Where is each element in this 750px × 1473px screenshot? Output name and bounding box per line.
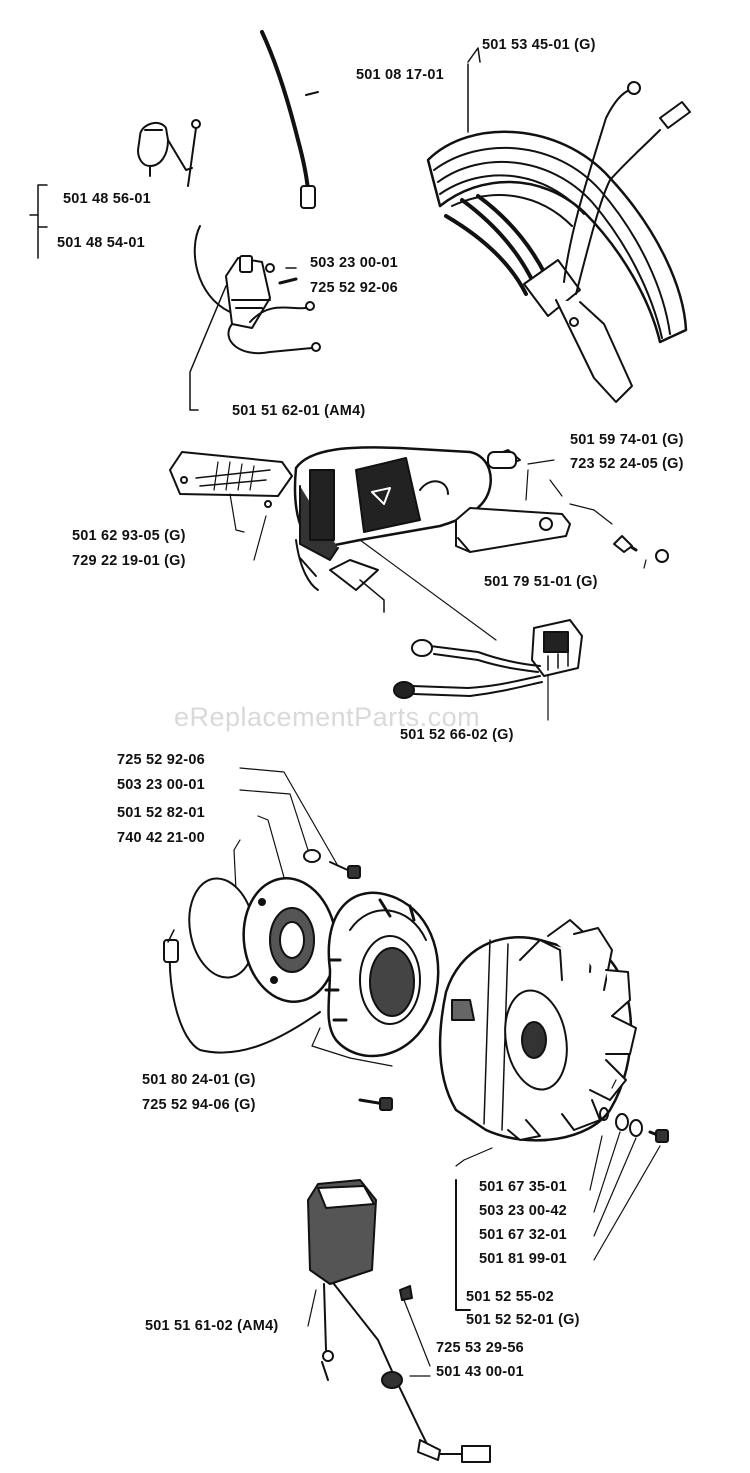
- part-label: 501 51 61-02 (AM4): [145, 1318, 279, 1334]
- stop-switch-plate: [455, 507, 571, 553]
- ignition-module-bottom: [307, 1179, 491, 1463]
- ignition-coil: [426, 47, 691, 403]
- part-label: 501 52 66-02 (G): [400, 727, 514, 743]
- part-label: 501 48 56-01: [63, 191, 151, 207]
- part-label: 501 48 54-01: [57, 235, 145, 251]
- part-label: 501 08 17-01: [356, 67, 444, 83]
- part-label: 501 62 93-05 (G): [72, 528, 186, 544]
- part-label: 501 51 62-01 (AM4): [232, 403, 366, 419]
- flywheel-cover: [242, 877, 338, 1003]
- part-label: 501 43 00-01: [436, 1364, 524, 1380]
- part-label: 503 23 00-01: [117, 777, 205, 793]
- part-label: 501 52 52-01 (G): [466, 1312, 580, 1328]
- flywheel: [438, 919, 637, 1142]
- stop-switch: [393, 619, 583, 699]
- part-label: 501 52 55-02: [466, 1289, 554, 1305]
- flywheel-hardware: [455, 1079, 669, 1311]
- part-label: 501 59 74-01 (G): [570, 432, 684, 448]
- leader-lines-bottom: [307, 1289, 431, 1377]
- part-label: 725 52 94-06 (G): [142, 1097, 256, 1113]
- part-label: 501 67 35-01: [479, 1179, 567, 1195]
- part-label: 501 67 32-01: [479, 1227, 567, 1243]
- part-label: 501 79 51-01 (G): [484, 574, 598, 590]
- part-label: 503 23 00-01: [310, 255, 398, 271]
- part-label: 501 53 45-01 (G): [482, 37, 596, 53]
- spark-plug-lead: [163, 929, 393, 1067]
- watermark: eReplacementParts.com: [174, 702, 481, 732]
- spark-plug-cap: [137, 119, 201, 187]
- label-bracket-left: [29, 184, 48, 259]
- part-label: 725 53 29-56: [436, 1340, 524, 1356]
- screw: [358, 1097, 393, 1111]
- part-label: 723 52 24-05 (G): [570, 456, 684, 472]
- part-label: 725 52 92-06: [310, 280, 398, 296]
- rotor-magnet: [324, 891, 440, 1058]
- part-label: 729 22 19-01 (G): [72, 553, 186, 569]
- part-label: 501 80 24-01 (G): [142, 1072, 256, 1088]
- part-label: 725 52 92-06: [117, 752, 205, 768]
- housing: [293, 446, 492, 613]
- ht-lead-wire: [260, 30, 319, 209]
- small-hardware: [487, 449, 669, 569]
- side-cover-plate: [169, 451, 293, 561]
- part-label: 501 81 99-01: [479, 1251, 567, 1267]
- ignition-switch-module: [189, 225, 321, 411]
- part-label: 501 52 82-01: [117, 805, 205, 821]
- bolt-and-washer: [303, 849, 361, 879]
- part-label: 740 42 21-00: [117, 830, 205, 846]
- part-label: 503 23 00-42: [479, 1203, 567, 1219]
